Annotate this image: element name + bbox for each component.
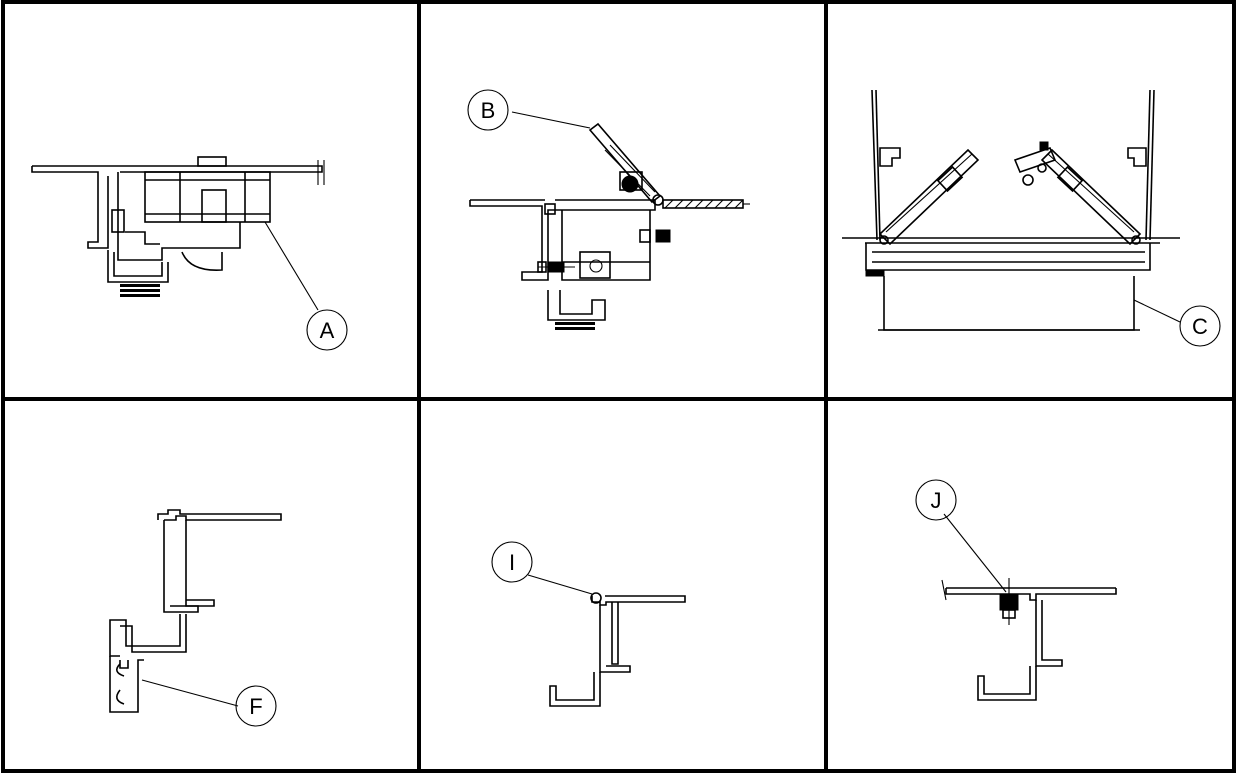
callout-c: C xyxy=(1179,305,1221,347)
detail-j-drawing xyxy=(941,513,1117,701)
callout-a: A xyxy=(306,309,348,351)
callout-f-label: F xyxy=(249,694,262,719)
callout-b-label: B xyxy=(481,98,496,123)
detail-c-drawing xyxy=(842,89,1181,331)
callout-i: I xyxy=(491,541,533,583)
detail-i-drawing xyxy=(527,574,686,707)
detail-f-drawing xyxy=(109,509,282,713)
detail-a-drawing xyxy=(31,156,325,311)
callout-a-label: A xyxy=(320,318,335,343)
callout-i-label: I xyxy=(509,550,515,575)
callout-j: J xyxy=(915,479,957,521)
callout-b: B xyxy=(467,89,509,131)
detail-b-drawing xyxy=(469,111,750,330)
callout-f: F xyxy=(235,685,277,727)
callout-c-label: C xyxy=(1192,314,1208,339)
callout-j-label: J xyxy=(931,488,942,513)
